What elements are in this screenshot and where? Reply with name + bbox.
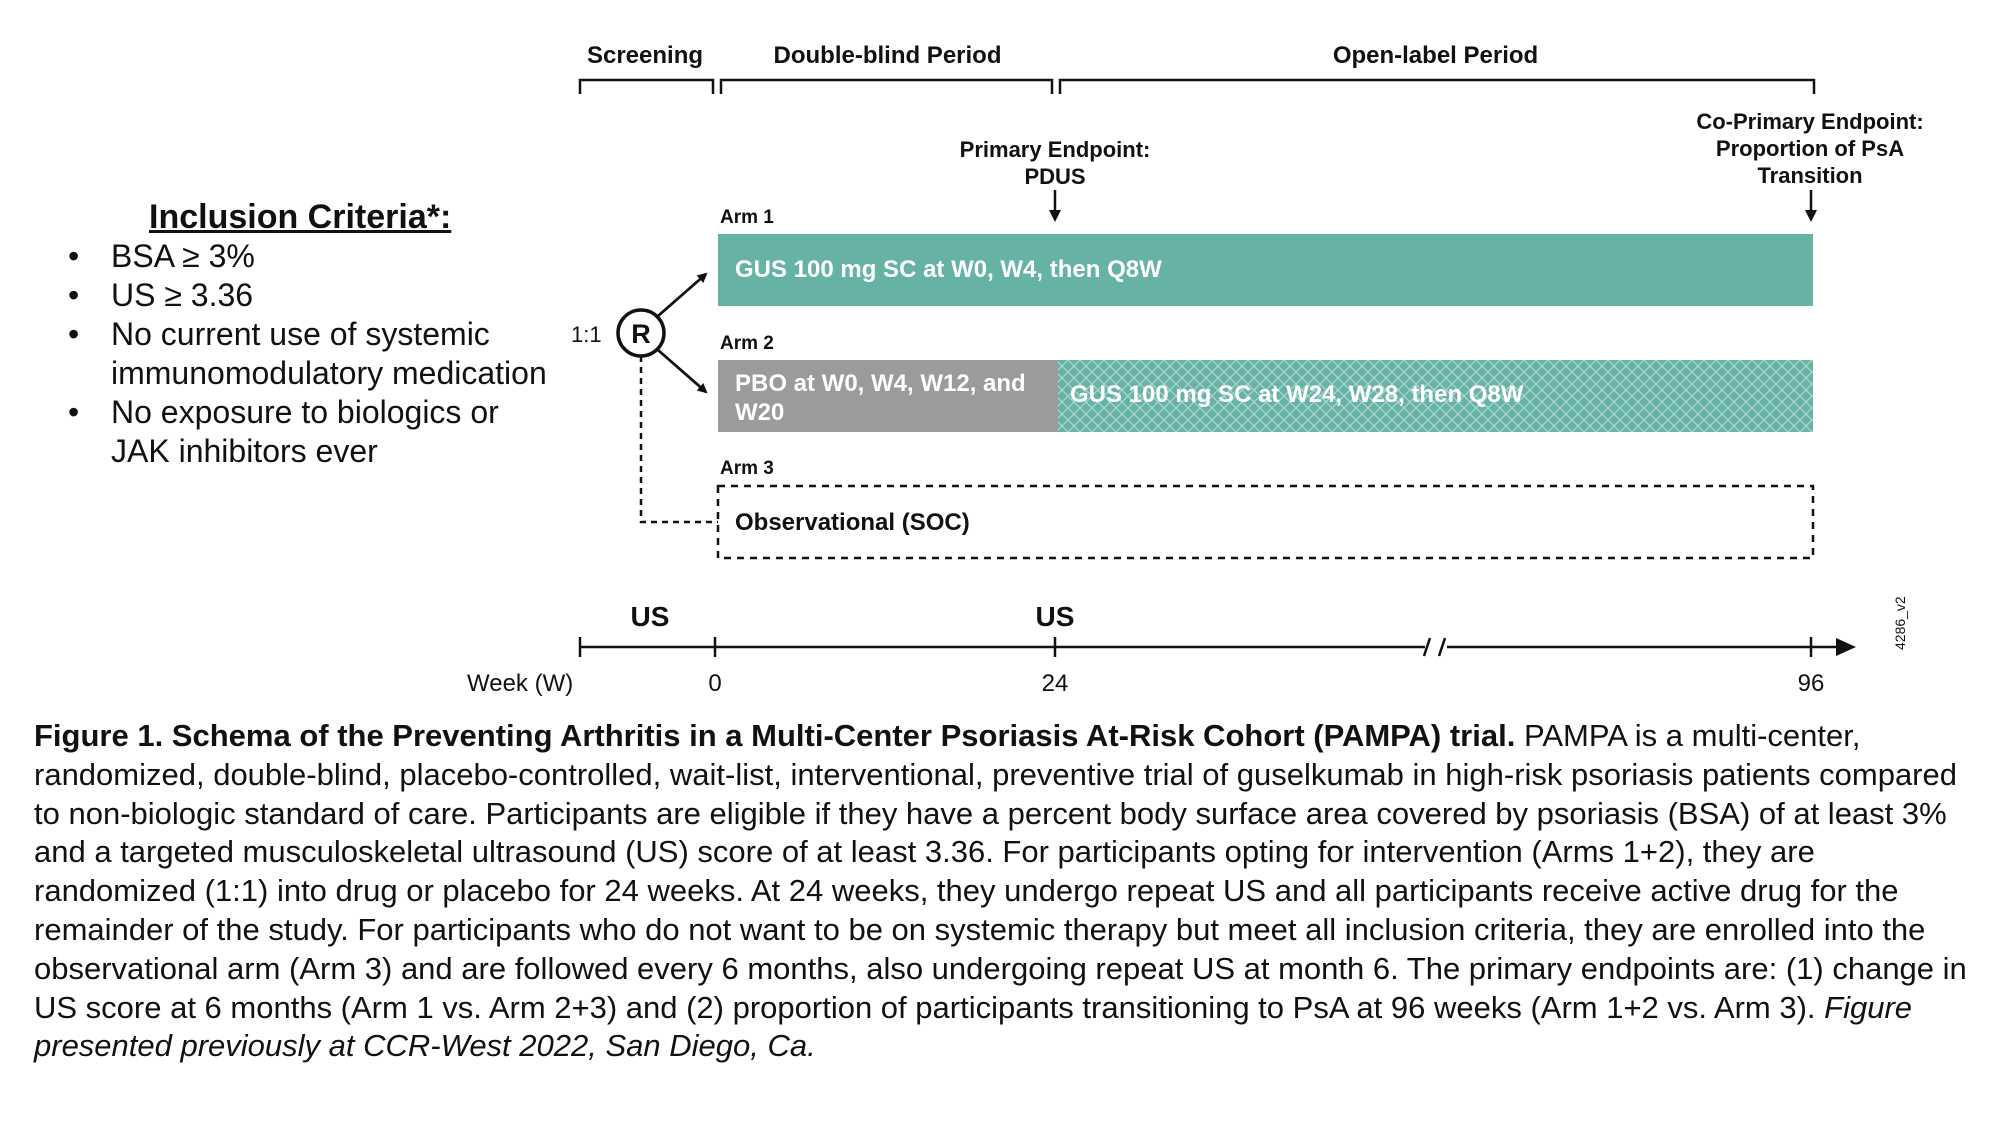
coprimary-endpoint-line3: Transition [1757, 163, 1863, 188]
inclusion-item-text: BSA ≥ 3% [111, 238, 255, 274]
randomization-symbol: R [631, 319, 651, 349]
tick-label-24: 24 [1041, 670, 1069, 697]
randomize-arrow-arm1 [657, 272, 708, 318]
arm3-label: Arm 3 [720, 458, 774, 479]
open-label-bracket [1058, 78, 1816, 94]
period-brackets [578, 78, 1816, 94]
tick-label-96: 96 [1797, 670, 1825, 697]
bullet-icon: • [68, 238, 80, 274]
arm1-label: Arm 1 [720, 207, 774, 228]
arm2-pbo-text: PBO at W0, W4, W12, and W20 [735, 370, 1026, 426]
coprimary-endpoint-line2: Proportion of PsA [1715, 136, 1905, 161]
arm1-bar [718, 234, 1813, 306]
arm2-pbo-bar [718, 360, 1058, 432]
arm2-label: Arm 2 [720, 333, 774, 354]
inclusion-item: • BSA ≥ 3% [68, 237, 568, 276]
screening-period-label: Screening [586, 42, 704, 69]
timeline-arrowhead [1836, 638, 1856, 656]
version-code: 4286_v2 [1892, 596, 1908, 650]
caption-note: Figure presented previously at CCR-West … [34, 989, 1913, 1064]
coprimary-endpoint-line1: Co-Primary Endpoint: [1696, 109, 1924, 134]
arm2-gus-bar [1058, 360, 1813, 432]
open-label-period-label: Open-label Period [1332, 42, 1539, 69]
coprimary-endpoint-label: Co-Primary Endpoint: Proportion of PsA T… [1660, 108, 1960, 189]
arm1-bar-text: GUS 100 mg SC at W0, W4, then Q8W [735, 256, 1162, 283]
primary-endpoint-line2: PDUS [1024, 164, 1086, 189]
bullet-icon: • [68, 316, 80, 352]
bullet-icon: • [68, 394, 80, 430]
week-axis-label: Week (W) [467, 670, 574, 697]
arm3-bar [716, 484, 1815, 560]
primary-endpoint-line1: Primary Endpoint: [959, 137, 1151, 162]
tick-label-0: 0 [708, 670, 722, 697]
us-marker-week24: US [1035, 601, 1075, 632]
inclusion-item: • No current use of systemic immunomodul… [68, 315, 568, 393]
arm3-bar-text: Observational (SOC) [735, 509, 970, 536]
inclusion-item: • US ≥ 3.36 [68, 276, 568, 315]
double-blind-bracket [719, 78, 1054, 94]
randomization-ratio: 1:1 [571, 322, 602, 347]
us-marker-screening: US [630, 601, 670, 632]
timeline-axis [578, 637, 1850, 657]
arm2-gus-text: GUS 100 mg SC at W24, W28, then Q8W [1070, 381, 1524, 408]
inclusion-item-text: No current use of systemic immunomodulat… [111, 316, 547, 391]
inclusion-item-text: No exposure to biologics or JAK inhibito… [111, 394, 499, 469]
double-blind-period-label: Double-blind Period [773, 42, 1002, 69]
inclusion-criteria-list: • BSA ≥ 3% • US ≥ 3.36 • No current use … [68, 237, 568, 471]
primary-endpoint-label: Primary Endpoint: PDUS [905, 136, 1205, 190]
inclusion-criteria-title: Inclusion Criteria*: [149, 198, 452, 236]
inclusion-item-text: US ≥ 3.36 [111, 277, 254, 313]
bullet-icon: • [68, 277, 80, 313]
schema-diagram [578, 78, 1856, 657]
observational-connector [639, 356, 718, 524]
screening-bracket [578, 78, 715, 94]
caption-title: Figure 1. Schema of the Preventing Arthr… [34, 718, 1516, 753]
figure-caption: Figure 1. Schema of the Preventing Arthr… [34, 717, 1980, 1066]
caption-body: PAMPA is a multi-center, randomized, dou… [34, 718, 1967, 1025]
inclusion-item: • No exposure to biologics or JAK inhibi… [68, 393, 568, 471]
randomize-arrow-arm2 [657, 348, 708, 394]
